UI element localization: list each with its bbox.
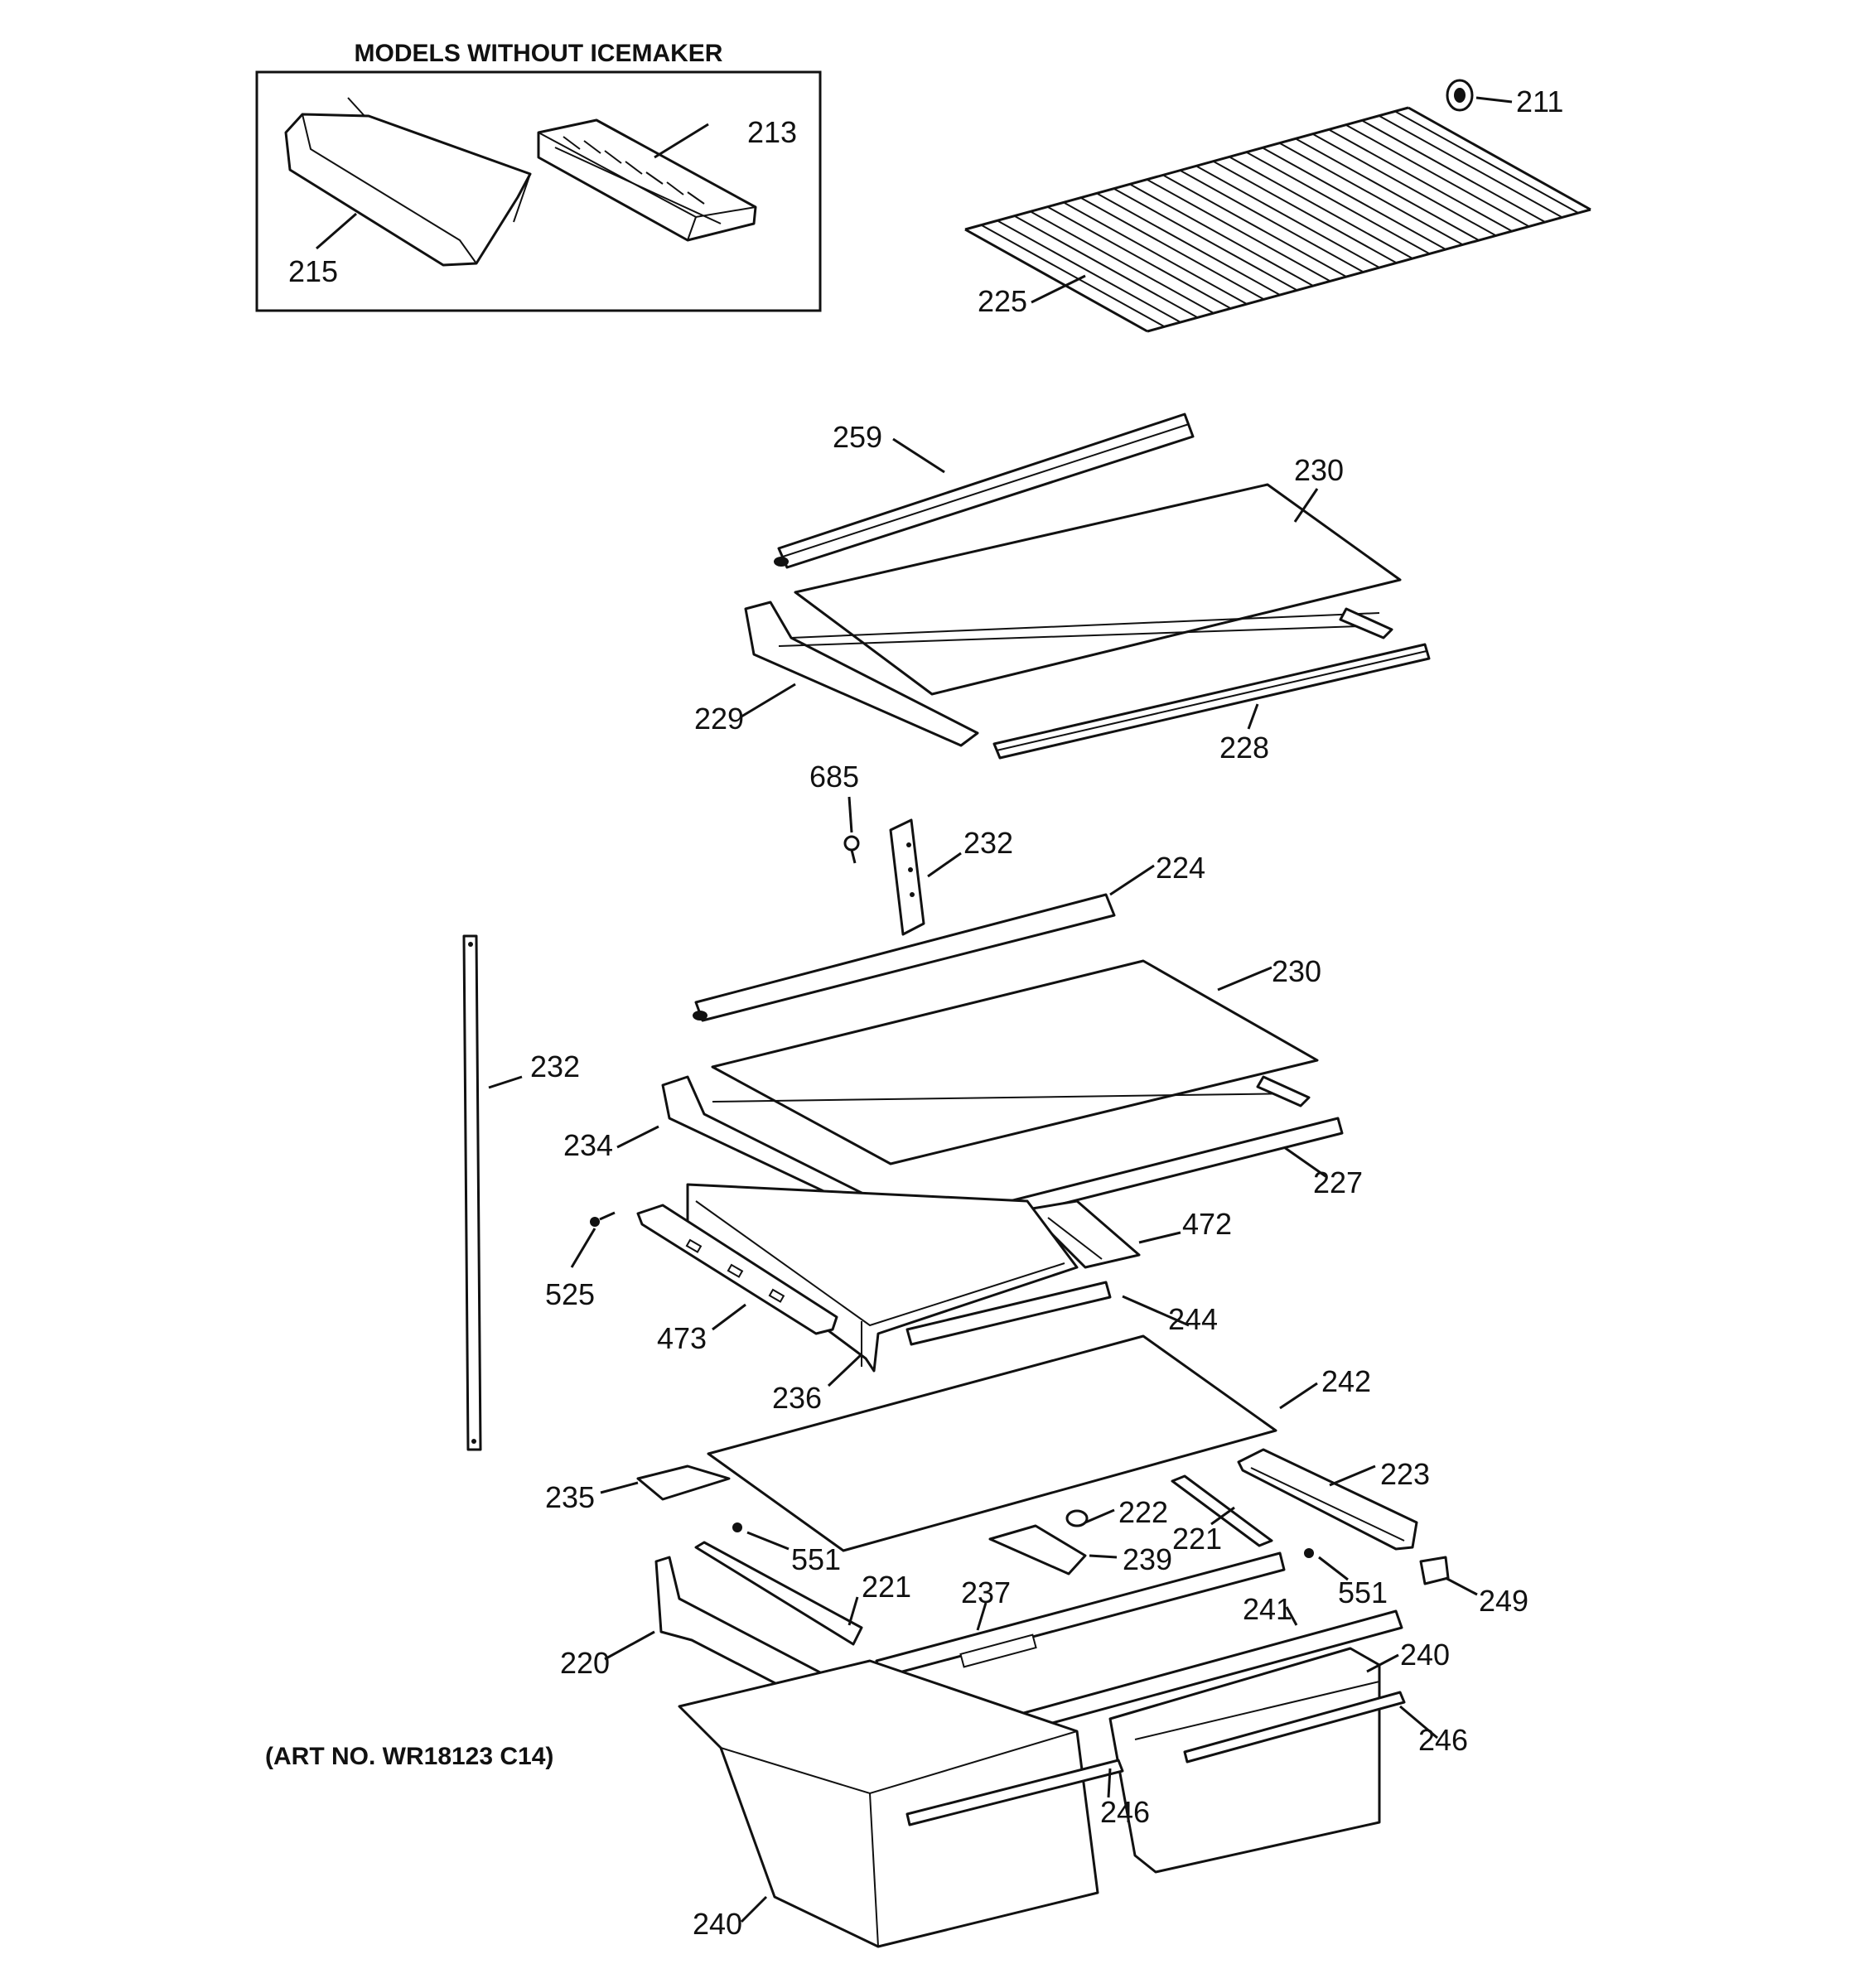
leader-lines [316,96,1513,1923]
part-221-rail-left [694,1541,863,1646]
part-246-handle-right [1183,1691,1406,1764]
part-240-drawer-left [678,1659,1099,1948]
callout-551-right: 551 [1338,1575,1388,1609]
callout-230-upper: 230 [1294,453,1344,487]
callout-239: 239 [1123,1542,1172,1576]
part-232-rail-upper [889,818,925,936]
part-228-rear-trim-upper [992,643,1431,760]
callout-525: 525 [545,1277,595,1311]
callout-473: 473 [657,1321,707,1355]
part-215-bin [284,97,532,267]
callout-223: 223 [1380,1457,1430,1491]
part-230-glass-middle [711,959,1319,1165]
callout-220: 220 [560,1646,610,1680]
callout-232-upper: 232 [963,826,1013,860]
callout-246-left: 246 [1100,1795,1150,1829]
part-246-handle-left [905,1759,1124,1826]
inset-frame [255,70,822,312]
callout-246-right: 246 [1418,1723,1468,1757]
callout-labels: 211 213 215 225 259 230 229 228 685 232 … [288,84,1563,1941]
art-number: (ART NO. WR18123 C14) [265,1743,553,1770]
callout-215: 215 [288,254,338,288]
callout-240-left: 240 [693,1907,742,1941]
callout-229: 229 [694,702,744,736]
callout-240-right: 240 [1400,1638,1450,1672]
part-240-drawer-right [1108,1647,1381,1874]
part-213-ice-tray [537,118,757,242]
part-249-cam [1419,1556,1450,1585]
callout-241: 241 [1243,1592,1292,1626]
callout-249: 249 [1479,1584,1528,1618]
part-223-slide-right [1237,1448,1418,1551]
callout-221-left: 221 [862,1570,911,1604]
part-472-slide [1026,1199,1141,1269]
part-225-wire-shelf [964,106,1591,333]
part-229-shelf-frame-upper [744,601,1393,747]
callout-227: 227 [1313,1165,1363,1199]
inset-models-without-icemaker: MODELS WITHOUT ICEMAKER [255,40,822,312]
part-685-screw [843,835,860,864]
callout-236: 236 [772,1381,822,1415]
callout-222: 222 [1118,1495,1168,1529]
part-235-bracket [636,1464,731,1501]
callout-211: 211 [1516,84,1563,118]
callout-234: 234 [563,1128,613,1162]
callout-235: 235 [545,1480,595,1514]
callout-232-long: 232 [530,1049,580,1083]
callout-259: 259 [833,420,882,454]
callout-225: 225 [978,284,1027,318]
callout-244: 244 [1168,1302,1218,1336]
part-244-trim [905,1281,1112,1346]
part-230-glass-upper [794,483,1402,696]
part-259-front-trim [774,413,1195,569]
callout-242: 242 [1321,1364,1371,1398]
callout-221-right: 221 [1172,1522,1222,1556]
callout-551-left: 551 [791,1542,841,1576]
callout-230-middle: 230 [1272,954,1321,988]
wire-shelf-rods [981,111,1579,327]
part-222-roller [1065,1509,1089,1527]
part-232-long-rail [462,934,482,1451]
callout-224: 224 [1156,851,1205,885]
callout-472: 472 [1182,1207,1232,1241]
part-221-rail-right [1171,1474,1273,1547]
inset-heading: MODELS WITHOUT ICEMAKER [355,40,723,67]
part-242-crisper-glass [707,1334,1277,1552]
part-551-screw-right [1304,1548,1314,1558]
part-211-bumper [1446,79,1474,112]
part-473-slide [636,1204,838,1335]
callout-237: 237 [961,1575,1011,1609]
part-239-cover-support [988,1524,1087,1575]
part-525-screw [590,1211,616,1227]
callout-228: 228 [1219,731,1269,765]
part-224-front-trim [693,893,1116,1022]
callout-213: 213 [747,115,797,149]
callout-685: 685 [809,760,859,794]
part-551-screw-left [732,1522,742,1532]
